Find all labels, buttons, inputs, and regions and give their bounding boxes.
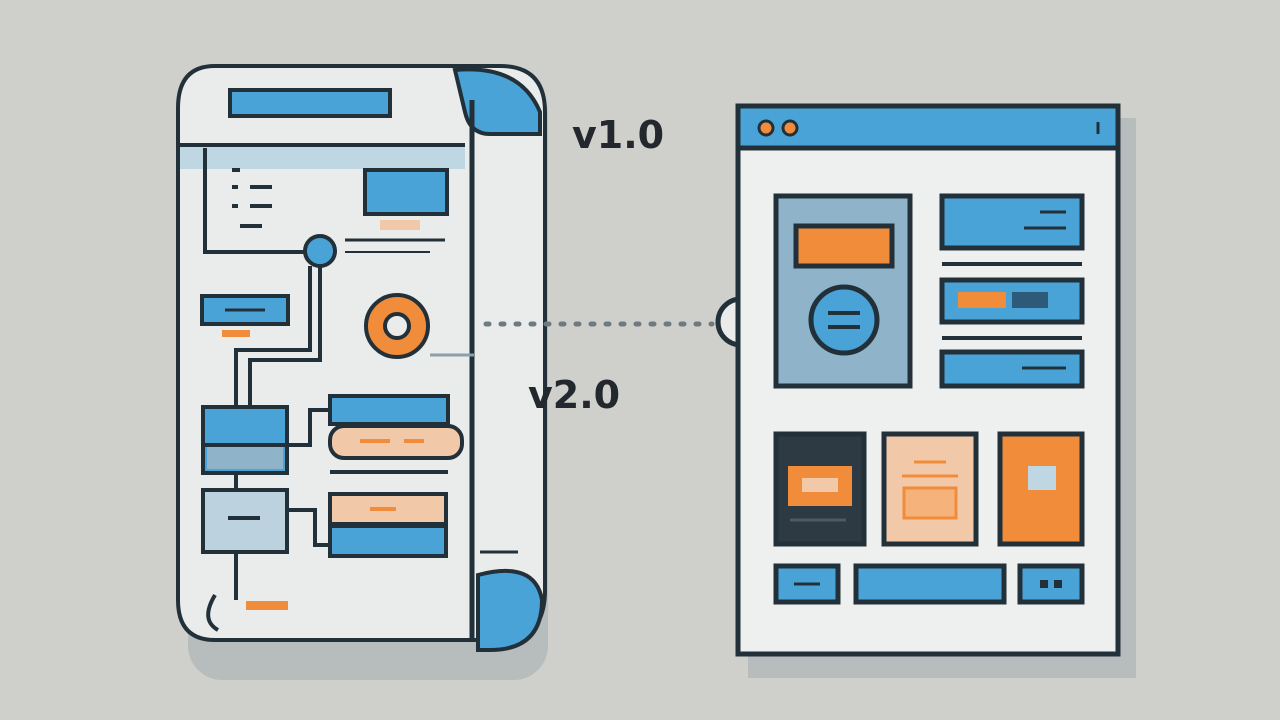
blue-block-top <box>363 168 449 216</box>
footer-bar <box>853 563 1007 605</box>
version-label-top: v1.0 <box>572 113 664 157</box>
blue-pill <box>328 394 450 426</box>
blue-block-bottom <box>328 524 448 558</box>
node-circle <box>303 234 337 268</box>
scroll-bottom-curl <box>476 568 545 652</box>
text-lines <box>232 168 272 228</box>
scroll-header-band <box>180 145 465 169</box>
version-label-bottom: v2.0 <box>528 373 620 417</box>
browser-window-icon <box>735 103 1136 678</box>
window-dot-2 <box>781 119 799 137</box>
window-titlebar <box>735 103 1121 151</box>
scroll-top-curl <box>452 67 542 136</box>
hero-avatar <box>808 284 880 356</box>
hero-banner <box>793 223 895 269</box>
scroll-document-icon <box>176 64 548 680</box>
footer-chip-1 <box>773 563 841 605</box>
window-dot-1 <box>757 119 775 137</box>
peach-pill <box>328 424 464 460</box>
slate-block-left <box>201 488 289 554</box>
footer-chip-2 <box>1017 563 1085 605</box>
scroll-title-bar <box>228 88 392 118</box>
bar-1 <box>939 193 1085 251</box>
